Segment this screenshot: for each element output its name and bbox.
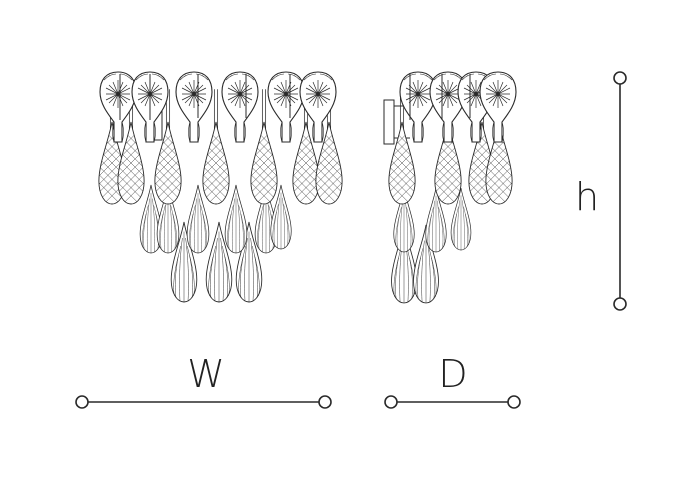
front-view-lamp [87, 71, 353, 303]
depth-dimension: D [384, 352, 521, 409]
width-dimension: W [75, 352, 332, 409]
depth-label: D [438, 352, 467, 396]
side-view-lamp [377, 71, 523, 304]
height-label: h [575, 175, 599, 219]
height-dimension: h [575, 71, 627, 311]
width-label: W [187, 352, 225, 396]
